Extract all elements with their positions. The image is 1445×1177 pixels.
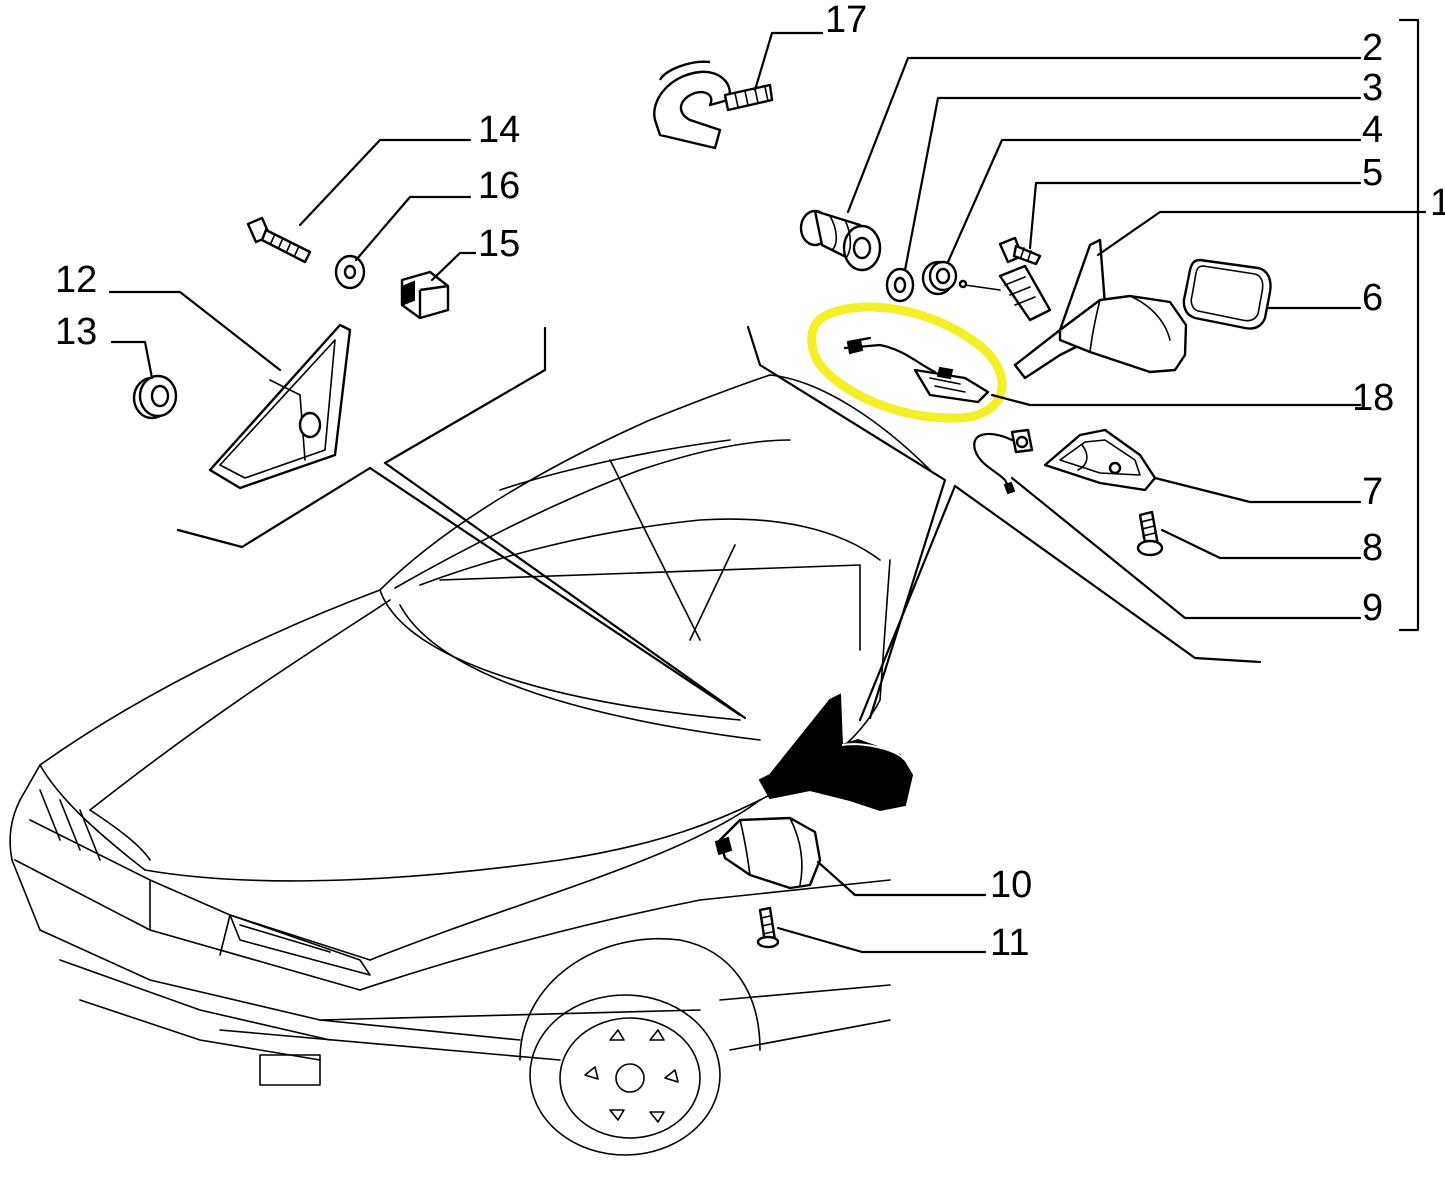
part-8-bolt	[1136, 510, 1164, 557]
part-18-cable-harness	[843, 336, 990, 404]
callout-14: 14	[478, 109, 520, 151]
callout-1: 1	[1430, 182, 1445, 224]
callout-3: 3	[1362, 67, 1383, 109]
callout-13: 13	[55, 311, 97, 353]
part-16-washer	[334, 254, 366, 290]
leader-lines	[108, 18, 1427, 954]
part-1-mirror-housing	[958, 238, 1188, 380]
callout-7: 7	[1362, 471, 1383, 513]
section-lines	[176, 325, 1262, 722]
callout-4: 4	[1362, 109, 1383, 151]
part-10-mirror-cap	[714, 816, 822, 890]
callout-5: 5	[1362, 152, 1383, 194]
part-12-triangle-cover	[208, 323, 352, 490]
part-5-screw	[998, 236, 1042, 266]
callout-15: 15	[478, 223, 520, 265]
part-13-grommet	[132, 374, 178, 420]
part-7-base-plate	[1043, 428, 1157, 492]
part-14-bolt	[246, 216, 312, 264]
part-17-cable-clip	[653, 60, 774, 150]
callout-6: 6	[1362, 277, 1383, 319]
car-door-mirror	[758, 693, 914, 812]
highlight-ring	[807, 302, 1007, 423]
part-4-nut	[921, 260, 958, 296]
callout-2: 2	[1362, 27, 1383, 69]
part-15-clip	[400, 270, 450, 320]
part-2-boot	[799, 209, 882, 272]
callout-11: 11	[990, 922, 1029, 964]
part-6-glass	[1182, 258, 1272, 330]
callout-12: 12	[55, 259, 97, 301]
part-11-screw	[756, 906, 780, 949]
part-3-ring	[885, 267, 915, 303]
callout-17: 17	[825, 0, 867, 41]
callout-9: 9	[1362, 587, 1383, 629]
callout-18: 18	[1352, 377, 1394, 419]
callout-labels: 1 2 3 4 5 6 7 8 9 10 11 12 13 14 15 16 1…	[55, 0, 1445, 964]
car-outline	[9, 374, 931, 1156]
part-9-wire-connector	[973, 428, 1034, 495]
callout-10: 10	[990, 864, 1032, 906]
callout-8: 8	[1362, 527, 1383, 569]
callout-16: 16	[478, 165, 520, 207]
